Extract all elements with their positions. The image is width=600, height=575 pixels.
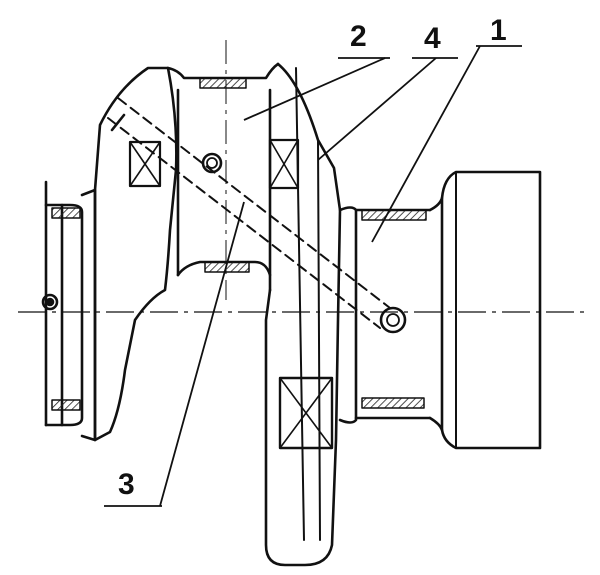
left-main-journal xyxy=(41,180,97,442)
leader-line-4 xyxy=(317,57,437,161)
right-crank-web xyxy=(264,62,342,567)
callout-4: 4 xyxy=(424,22,441,55)
callout-2: 2 xyxy=(350,20,367,53)
main-journal-oil-hole xyxy=(379,306,407,334)
oil-channel xyxy=(107,97,391,329)
right-main-journal xyxy=(338,196,444,432)
crank-pin-oil-hole xyxy=(201,152,223,174)
callout-3: 3 xyxy=(118,468,135,501)
leader-line-3 xyxy=(159,201,245,507)
callout-1: 1 xyxy=(490,14,507,47)
left-crank-web xyxy=(93,66,178,442)
end-flange xyxy=(440,170,542,450)
leader-line-1 xyxy=(371,45,481,243)
leader-line-2 xyxy=(243,57,386,121)
